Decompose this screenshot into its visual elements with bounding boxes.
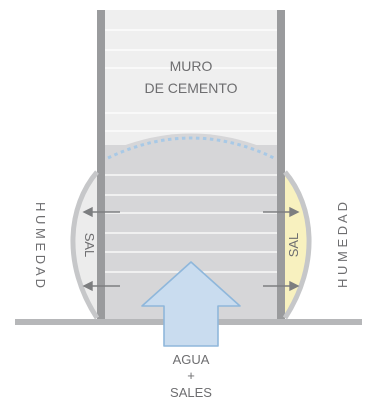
wall-left-edge (97, 10, 105, 325)
wall-label-line2: DE CEMENTO (144, 80, 237, 96)
source-label-line3: SALES (170, 385, 212, 400)
salt-label-left: SAL (82, 233, 97, 258)
wall-dry-section (104, 10, 278, 145)
rising-water-arrow (141, 261, 241, 347)
moisture-front-line (107, 136, 275, 160)
damp-dome (108, 133, 274, 160)
source-label-line2: + (187, 368, 195, 383)
salt-label-right: SAL (286, 233, 301, 258)
salt-arrows-left (82, 206, 120, 292)
salt-crust-right-outline (282, 170, 312, 320)
salt-crust-left-outline (70, 170, 100, 320)
humidity-label-left: H U M E D A D (33, 202, 48, 288)
humidity-label-right: H U M E D A D (335, 202, 350, 288)
wall-right-edge (277, 10, 285, 325)
wall-label-line1: MURO (170, 58, 213, 74)
source-label-line1: AGUA (173, 352, 210, 367)
salt-arrows-right (263, 206, 300, 292)
